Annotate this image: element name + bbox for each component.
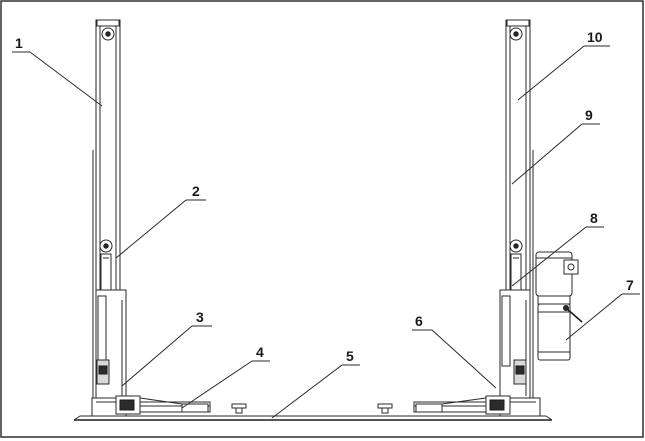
callout-7: 7: [565, 277, 640, 341]
callout-7-label: 7: [626, 277, 634, 293]
floor-base-plate: [73, 415, 553, 421]
callout-3-label: 3: [196, 309, 204, 325]
callout-8: 8: [511, 210, 604, 287]
callout-2: 2: [115, 183, 206, 259]
callout-2-label: 2: [192, 183, 200, 199]
power-unit: [535, 251, 583, 361]
right-column: [499, 19, 541, 417]
callout-5: 5: [271, 348, 360, 419]
callout-1: 1: [12, 35, 103, 107]
right-lifting-arm: [377, 395, 511, 415]
callout-10-label: 10: [587, 29, 603, 45]
callout-8-label: 8: [590, 210, 598, 226]
callout-3: 3: [121, 309, 212, 387]
left-lifting-arm: [115, 395, 247, 415]
callout-1-label: 1: [15, 35, 23, 51]
callout-5-label: 5: [346, 348, 354, 364]
callout-9-label: 9: [585, 107, 593, 123]
callout-6-label: 6: [415, 313, 423, 329]
left-column: [91, 19, 127, 417]
callout-4: 4: [181, 344, 270, 409]
callout-4-label: 4: [256, 344, 264, 360]
callout-10: 10: [517, 29, 610, 101]
callout-9: 9: [511, 107, 600, 185]
callout-6: 6: [412, 313, 497, 389]
